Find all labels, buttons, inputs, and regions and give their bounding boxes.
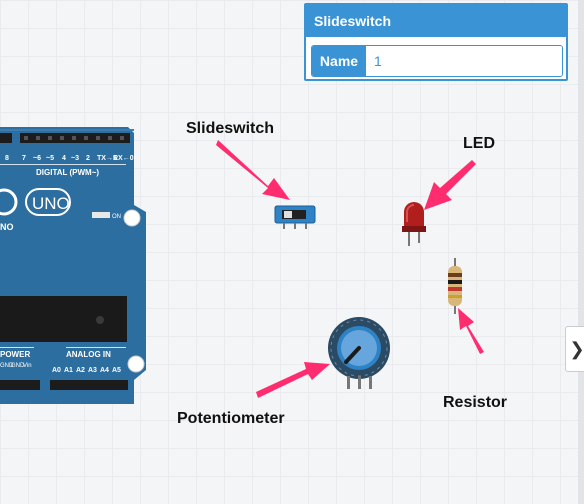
board-brand-fragment: NO	[0, 222, 14, 232]
power-label: POWER	[0, 350, 30, 359]
analog-pin-a5: A5	[112, 367, 121, 374]
callout-slideswitch: Slideswitch	[186, 120, 275, 137]
panel-toggle-button[interactable]: ❯	[565, 326, 584, 372]
callout-led: LED	[463, 135, 495, 152]
led-arrow	[424, 160, 476, 210]
callout-potentiometer: Potentiometer	[177, 410, 285, 427]
component-inspector-panel: Slideswitch Name	[304, 3, 568, 81]
right-edge-bar	[578, 0, 584, 504]
name-field-label: Name	[312, 46, 366, 76]
on-label: ON	[112, 214, 121, 220]
analog-pin-a3: A3	[88, 367, 97, 374]
power-pin-gnd-1: GND	[0, 363, 14, 369]
potentiometer-arrow	[256, 362, 330, 398]
analog-pin-a4: A4	[100, 367, 109, 374]
inspector-title: Slideswitch	[306, 5, 566, 37]
analog-pin-a0: A0	[52, 367, 61, 374]
digital-pin-8: 8	[5, 155, 9, 162]
digital-pin-6: ~6	[33, 155, 41, 162]
analog-in-label: ANALOG IN	[66, 350, 111, 359]
digital-pin-2: 2	[86, 155, 90, 162]
resistor-arrow	[458, 308, 484, 354]
resistor-component[interactable]	[443, 258, 467, 314]
arduino-uno-board[interactable]: 8 7 ~6 ~5 4 ~3 2 TX→1 RX←0 DIGITAL (PWM~…	[0, 0, 160, 404]
analog-pin-a2: A2	[76, 367, 85, 374]
slideswitch-arrow	[216, 140, 290, 200]
digital-pin-rx: RX←0	[113, 155, 134, 162]
led-component[interactable]	[400, 200, 428, 248]
digital-pin-3: ~3	[71, 155, 79, 162]
potentiometer-component[interactable]	[326, 316, 394, 390]
digital-pin-4: 4	[62, 155, 66, 162]
name-field-row: Name	[311, 45, 563, 77]
digital-pin-tx: TX→1	[97, 155, 117, 162]
slideswitch-component[interactable]	[272, 204, 318, 230]
board-model-label: UNO	[32, 194, 70, 213]
name-input[interactable]	[366, 46, 562, 76]
digital-pin-7: 7	[22, 155, 26, 162]
callout-resistor: Resistor	[443, 394, 508, 411]
chevron-right-icon: ❯	[569, 338, 584, 359]
digital-pin-5: ~5	[46, 155, 54, 162]
analog-pin-a1: A1	[64, 367, 73, 374]
digital-pwm-label: DIGITAL (PWM~)	[36, 168, 99, 177]
power-pin-gnd-2: GND	[11, 363, 25, 369]
power-pin-vin: Vin	[23, 363, 32, 369]
